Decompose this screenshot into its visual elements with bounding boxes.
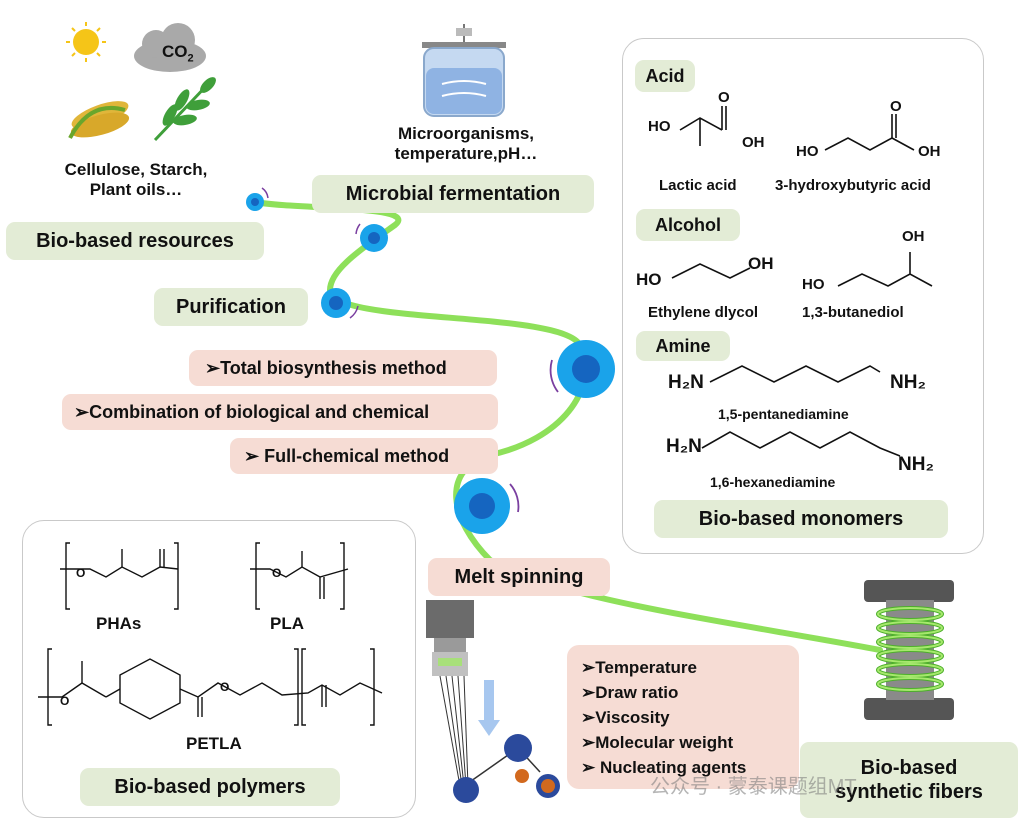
alcohol-header: Alcohol [636,209,740,241]
petla-label: PETLA [186,734,242,753]
hba-o: O [890,98,902,115]
ethylene-oh: OH [748,254,774,273]
fiber-spool-icon [864,580,954,720]
method-full-chemical: ➢ Full-chemical method [230,438,498,474]
resources-icons [66,22,216,142]
spinning-params-box: ➢Temperature ➢Draw ratio ➢Viscosity ➢Mol… [567,645,799,789]
watermark: 公众号 · 蒙泰课题组MT [650,776,857,798]
param-temperature: ➢Temperature [581,658,697,677]
fermentation-caption: Microorganisms, temperature,pH… [394,124,538,163]
monomers-panel [622,38,984,554]
bio-based-resources-label: Bio-based resources [6,222,264,260]
lactic-ho: HO [648,118,671,135]
microbial-fermentation-label: Microbial fermentation [312,175,594,213]
butanediol-label: 1,3-butanediol [802,304,904,321]
hexanediamine-label: 1,6-hexanediamine [710,474,836,490]
cell-3 [321,288,359,319]
spinning-apparatus-icon [426,600,560,803]
hba-oh: OH [918,143,941,160]
petla-o-1: O [60,694,70,708]
corn-icon [68,101,130,139]
lactic-o: O [718,89,730,106]
amine-header: Amine [636,331,730,361]
petla-o-2: O [220,680,230,694]
pentanediamine-label: 1,5-pentanediamine [718,406,849,422]
ethylene-glycol-label: Ethylene dlycol [648,304,759,321]
phas-o: O [76,566,86,580]
alcohol-structures [671,252,933,287]
fermenter-icon [422,24,506,117]
cell-2 [355,223,388,252]
ethylene-ho: HO [636,270,662,289]
spinning-params-list: ➢Temperature ➢Draw ratio ➢Viscosity ➢Mol… [581,655,746,780]
butanediol-ho: HO [802,276,825,293]
lactic-acid-label: Lactic acid [659,177,737,194]
phas-label: PHAs [96,614,142,633]
pentane-h2n: H₂N [668,372,704,393]
hydroxybutyric-acid-label: 3-hydroxybutyric acid [775,177,931,194]
butanediol-oh: OH [902,228,925,245]
cell-5 [454,478,520,534]
param-nucleating-agents: ➢ Nucleating agents [581,758,747,777]
bio-based-polymers-label: Bio-based polymers [80,768,340,806]
hba-ho: HO [796,143,819,160]
purification-label: Purification [154,288,308,326]
melt-spinning-label: Melt spinning [428,558,610,596]
co2-label: CO2 [162,42,194,65]
pla-label: PLA [270,614,304,633]
param-molecular-weight: ➢Molecular weight [581,733,734,752]
pla-o: O [272,566,282,580]
cell-4 [549,340,615,398]
lactic-oh: OH [742,134,765,151]
acid-header: Acid [635,60,695,92]
leaf-icon [153,77,216,142]
cell-1 [246,187,269,211]
resources-caption: Cellulose, Starch, Plant oils… [64,160,208,199]
cloud-icon [134,23,206,72]
amine-structures [701,365,901,457]
method-total-biosynthesis: ➢Total biosynthesis method [189,350,497,386]
param-viscosity: ➢Viscosity [581,708,670,727]
polymer-structures [38,542,383,726]
param-draw-ratio: ➢Draw ratio [581,683,679,702]
hexane-h2n: H₂N [666,436,702,457]
acid-structures [679,106,915,151]
bio-based-fibers-label: Bio-based synthetic fibers [800,742,1018,818]
bio-based-monomers-label: Bio-based monomers [654,500,948,538]
method-combination: ➢Combination of biological and chemical [62,394,498,430]
hexane-nh2: NH₂ [898,454,934,475]
sun-icon [66,22,106,62]
pentane-nh2: NH₂ [890,372,926,393]
